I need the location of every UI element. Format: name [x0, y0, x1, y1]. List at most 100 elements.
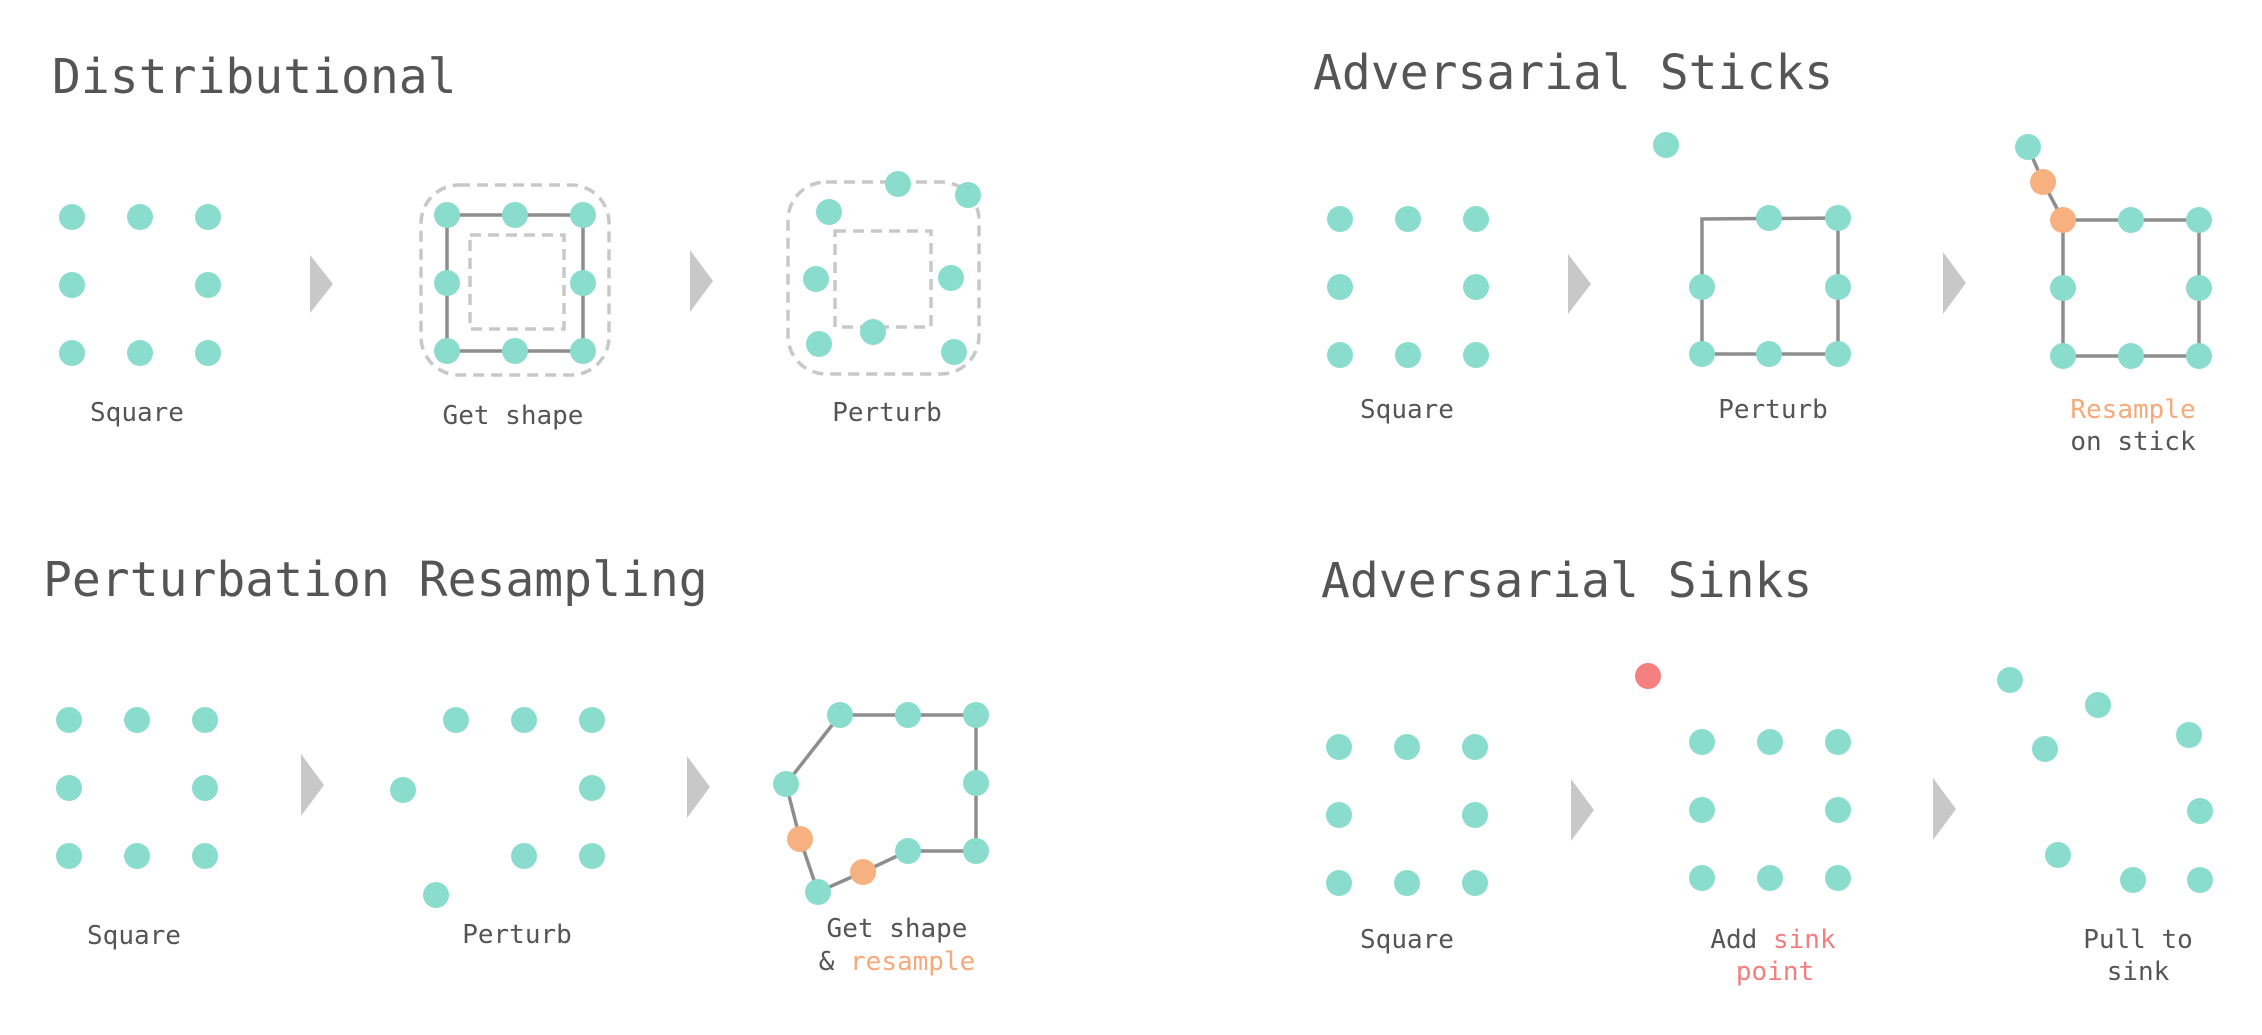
pulled-points	[1997, 667, 2213, 893]
arrow-icon	[687, 756, 710, 818]
step-label-accent: point	[1736, 957, 1814, 987]
point	[124, 843, 150, 869]
point	[1395, 342, 1421, 368]
point	[127, 204, 153, 230]
resampled-shape	[773, 702, 989, 905]
point	[955, 182, 981, 208]
step-label: & resample	[819, 947, 976, 977]
point	[1462, 802, 1488, 828]
step-label: Perturb	[462, 920, 572, 950]
point	[423, 882, 449, 908]
point	[1689, 797, 1715, 823]
outer-bound	[419, 183, 611, 377]
point	[806, 331, 832, 357]
point	[1757, 729, 1783, 755]
point	[434, 270, 460, 296]
resampled-shape	[2015, 134, 2212, 369]
point	[938, 265, 964, 291]
step-label: Get shape	[443, 401, 584, 431]
point	[1327, 274, 1353, 300]
point	[56, 775, 82, 801]
point	[192, 775, 218, 801]
point	[1825, 729, 1851, 755]
point	[1997, 667, 2023, 693]
point	[2187, 798, 2213, 824]
resampled-point	[850, 859, 876, 885]
point	[1327, 206, 1353, 232]
inner-bound	[833, 229, 933, 329]
point	[1326, 734, 1352, 760]
step-label-accent: sink	[1773, 925, 1836, 955]
shape-outline	[784, 713, 978, 895]
arrow-icon	[310, 255, 333, 313]
point	[816, 199, 842, 225]
point	[895, 838, 921, 864]
point	[502, 202, 528, 228]
point	[59, 204, 85, 230]
point	[895, 702, 921, 728]
point	[1326, 870, 1352, 896]
point	[127, 340, 153, 366]
step-label: Square	[1360, 925, 1454, 955]
step-label: Square	[90, 398, 184, 428]
square-with-sink	[1635, 663, 1851, 891]
square-points	[1327, 206, 1489, 368]
point	[827, 702, 853, 728]
point	[2015, 134, 2041, 160]
point	[963, 770, 989, 796]
point	[2050, 343, 2076, 369]
point	[2032, 736, 2058, 762]
point	[390, 777, 416, 803]
inner-bound	[468, 233, 566, 331]
step-label: Add sink	[1710, 925, 1836, 955]
point	[1825, 865, 1851, 891]
point	[1825, 205, 1851, 231]
point	[1394, 870, 1420, 896]
step-label: sink	[2107, 957, 2170, 987]
point	[1689, 729, 1715, 755]
step-label: Pull to	[2083, 925, 2193, 955]
step-label: Square	[87, 921, 181, 951]
point	[195, 204, 221, 230]
point	[1757, 865, 1783, 891]
step-label: Square	[1360, 395, 1454, 425]
perturbed-points	[390, 707, 605, 908]
resampled-point	[2030, 169, 2056, 195]
panel-perturbation-resampling: Perturbation Resampling Square Perturb	[43, 552, 989, 977]
point	[434, 202, 460, 228]
step-label-accent: Resample	[2070, 395, 2195, 425]
point	[2120, 867, 2146, 893]
point	[885, 171, 911, 197]
point	[579, 775, 605, 801]
step-label: Get shape	[827, 914, 968, 944]
point	[1394, 734, 1420, 760]
step-label-accent: resample	[850, 947, 975, 977]
sink-point	[1635, 663, 1661, 689]
point	[1756, 205, 1782, 231]
point	[2176, 722, 2202, 748]
point	[1462, 734, 1488, 760]
point	[59, 272, 85, 298]
point	[1463, 206, 1489, 232]
square-points	[56, 707, 218, 869]
point	[1327, 342, 1353, 368]
point	[773, 771, 799, 797]
shape-outline	[2061, 218, 2201, 358]
point	[570, 202, 596, 228]
point	[579, 707, 605, 733]
panel-title: Perturbation Resampling	[43, 552, 708, 608]
point	[2186, 343, 2212, 369]
point	[1689, 865, 1715, 891]
point	[2186, 275, 2212, 301]
point	[195, 272, 221, 298]
point	[963, 702, 989, 728]
point	[1462, 870, 1488, 896]
panel-title: Adversarial Sinks	[1321, 553, 1812, 609]
point	[1463, 274, 1489, 300]
panel-adversarial-sinks: Adversarial Sinks Square Add sink point	[1321, 553, 2213, 987]
panel-adversarial-sticks: Adversarial Sticks Square Perturb	[1313, 45, 2212, 457]
point	[502, 338, 528, 364]
step-label-prefix: Add	[1710, 925, 1773, 955]
perturbed-points	[786, 171, 981, 376]
point	[2187, 867, 2213, 893]
